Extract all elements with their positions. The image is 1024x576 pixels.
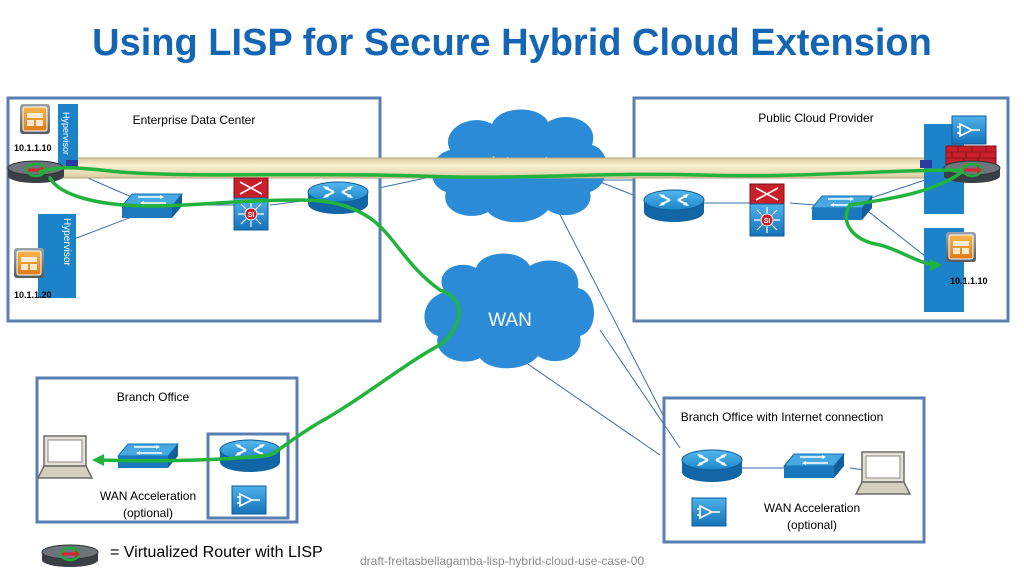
hypervisor-top-bar: [58, 104, 78, 166]
hypervisor-bottom-label: Hypervisor: [61, 218, 72, 266]
traffic-arrow-branch: [92, 454, 104, 466]
branch-internet-contents: Branch Office with Internet connection W…: [681, 410, 911, 532]
traffic-paths: [38, 166, 964, 463]
vm-top-ip: 10.1.1.10: [14, 143, 52, 153]
enterprise-contents: Enterprise Data Center Hypervisor Hyperv…: [6, 103, 369, 300]
public-cloud-label: Public Cloud Provider: [758, 111, 873, 125]
virtual-router-lisp-icon-enterprise: [6, 159, 66, 185]
wan-accelerator-icon-branch-internet: [691, 497, 727, 527]
vm-stack-icon-cloud: [945, 231, 977, 263]
router-icon-branch-internet: [681, 449, 743, 483]
router-icon-cloud: [643, 189, 705, 223]
branch-internet-wan-accel-line1: WAN Acceleration: [764, 501, 860, 515]
switch-icon-cloud: [811, 195, 873, 221]
wan-cloud-label: WAN: [488, 310, 532, 331]
branch-label: Branch Office: [117, 390, 190, 404]
branch-device-frame: [206, 432, 290, 520]
firewall-icon-enterprise: [233, 177, 269, 231]
load-balancer-icon-cloud: [951, 115, 987, 145]
laptop-icon-branch: [37, 435, 93, 479]
firewall-icon-cloud-services: [749, 183, 785, 237]
virtual-router-lisp-icon-legend: [40, 543, 100, 569]
wan-accelerator-icon-branch: [231, 485, 267, 515]
vm-stack-icon-top: [19, 103, 51, 135]
vm-cloud-ip: 10.1.1.10: [950, 276, 988, 286]
tunnel-end-icon-cloud: [920, 160, 932, 168]
switch-icon-branch: [117, 443, 179, 469]
enterprise-label: Enterprise Data Center: [133, 113, 256, 127]
switch-icon-branch-internet: [783, 453, 845, 479]
vm-bottom-ip: 10.1.1.20: [14, 290, 52, 300]
legend-text: = Virtualized Router with LISP: [110, 544, 323, 561]
branch-internet-wan-accel-line2: (optional): [787, 518, 837, 532]
branch-wan-accel-line2: (optional): [123, 506, 173, 520]
branch-internet-label: Branch Office with Internet connection: [681, 410, 884, 424]
hypervisor-bottom-bar: [38, 214, 76, 298]
footnote: draft-freitasbellagamba-lisp-hybrid-clou…: [360, 554, 645, 568]
vm-stack-icon-bottom: [13, 247, 45, 279]
branch-contents: Branch Office WAN Acceleration (optional…: [37, 390, 281, 520]
wan-cloud: WAN: [424, 253, 595, 369]
traffic-arrow-cloud-vm: [930, 259, 942, 271]
tunnel-end-icon-enterprise: [66, 160, 78, 168]
hypervisor-top-label: Hypervisor: [61, 112, 71, 155]
laptop-icon-branch-internet: [855, 451, 911, 495]
branch-wan-accel-line1: WAN Acceleration: [100, 489, 196, 503]
router-icon-enterprise: [307, 181, 369, 215]
slide-title: Using LISP for Secure Hybrid Cloud Exten…: [92, 22, 932, 64]
